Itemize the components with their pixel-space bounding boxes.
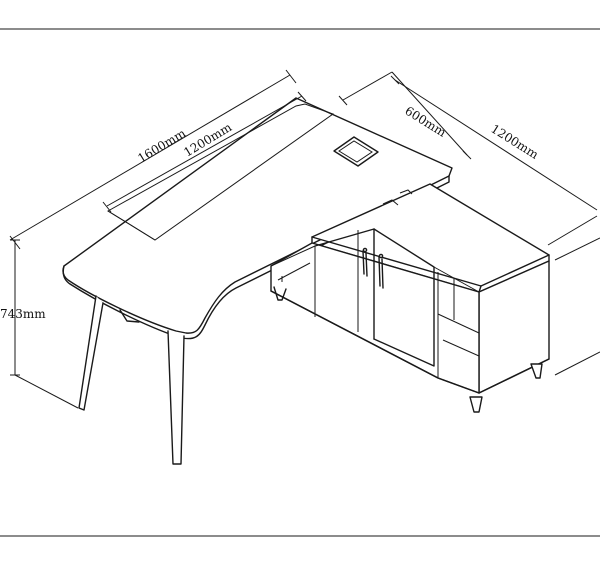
dim-label-1200-return: 1200mm <box>488 122 541 162</box>
dimension-lines <box>9 69 600 409</box>
dim-label-743: 743mm <box>0 307 46 321</box>
dim-label-1600: 1600mm <box>135 126 188 166</box>
door-handles <box>362 247 384 289</box>
cable-grommet <box>333 136 379 167</box>
desk-legs <box>78 295 185 465</box>
return-cabinet <box>270 183 550 413</box>
